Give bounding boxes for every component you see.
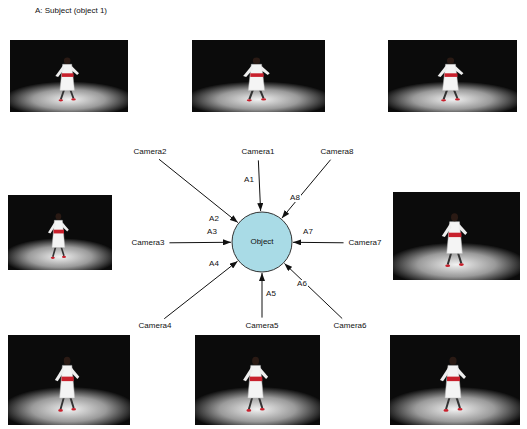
object-circle-shape bbox=[232, 212, 292, 272]
dancer-photo bbox=[4, 40, 135, 117]
dancer-photo bbox=[185, 40, 332, 117]
dancer-photo bbox=[381, 40, 524, 117]
angle-label: A8 bbox=[289, 194, 301, 203]
camera-label: Camera8 bbox=[319, 147, 356, 158]
camera-name: Camera6 bbox=[334, 322, 367, 331]
dancer-photo bbox=[2, 195, 117, 276]
angle-label: A5 bbox=[265, 290, 277, 299]
camera-arrow bbox=[293, 242, 344, 243]
angle-label: A4 bbox=[208, 260, 220, 269]
camera-label: Camera7 bbox=[347, 238, 384, 249]
dancer-photo bbox=[188, 335, 326, 429]
camera-arrow bbox=[169, 242, 231, 244]
camera-label: Camera1 bbox=[240, 147, 277, 158]
angle-label: A3 bbox=[206, 228, 218, 237]
camera-label: Camera5 bbox=[244, 321, 281, 332]
figure-title: A: Subject (object 1) bbox=[35, 6, 107, 15]
camera-name: Camera2 bbox=[134, 148, 167, 157]
angle-label: A2 bbox=[208, 215, 220, 224]
camera-name: Camera5 bbox=[246, 322, 279, 331]
camera-name: Camera1 bbox=[242, 148, 275, 157]
dancer-photo bbox=[383, 335, 527, 429]
camera-arrow bbox=[262, 273, 263, 318]
camera-name: Camera3 bbox=[132, 239, 165, 248]
camera-name: Camera7 bbox=[349, 239, 382, 248]
dancer-photo bbox=[386, 192, 527, 287]
object-name: Object bbox=[250, 238, 273, 247]
camera-arrow bbox=[282, 160, 331, 218]
camera-label: Camera3 bbox=[130, 238, 167, 249]
object-circle: Object bbox=[231, 211, 293, 273]
camera-label: Camera4 bbox=[137, 321, 174, 332]
camera-label: Camera2 bbox=[132, 147, 169, 158]
angle-label: A7 bbox=[302, 228, 314, 237]
camera-name: Camera4 bbox=[139, 322, 172, 331]
camera-label: Camera6 bbox=[332, 321, 369, 332]
camera-arrow bbox=[164, 261, 237, 319]
angle-label: A1 bbox=[243, 176, 255, 185]
camera-arrow bbox=[159, 159, 238, 222]
camera-arrow bbox=[258, 160, 260, 211]
camera-arrow bbox=[284, 263, 342, 318]
angle-label: A6 bbox=[296, 280, 308, 289]
camera-name: Camera8 bbox=[321, 148, 354, 157]
dancer-photo bbox=[1, 335, 136, 429]
